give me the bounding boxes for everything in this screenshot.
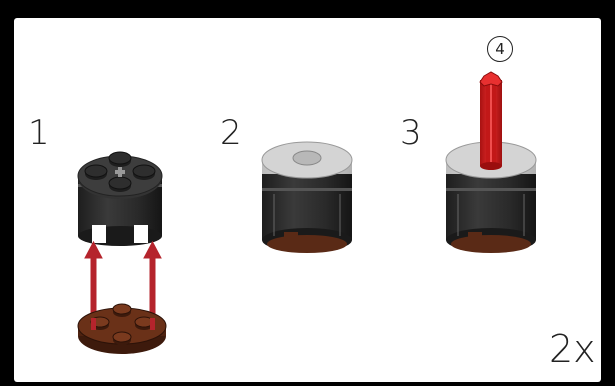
step1-round-brick-icon (78, 152, 162, 246)
step-number-1: 1 (28, 116, 50, 150)
step-number-2: 2 (220, 116, 242, 150)
assembly-illustration (14, 18, 601, 382)
step-number-3: 3 (400, 116, 422, 150)
build-multiplier: 2x (549, 330, 596, 368)
substep-badge: 4 (487, 36, 513, 62)
instruction-panel: 1 2 3 4 2x (14, 18, 601, 382)
step2-round-brick-icon (262, 142, 352, 253)
step3-axle-icon (480, 72, 502, 170)
